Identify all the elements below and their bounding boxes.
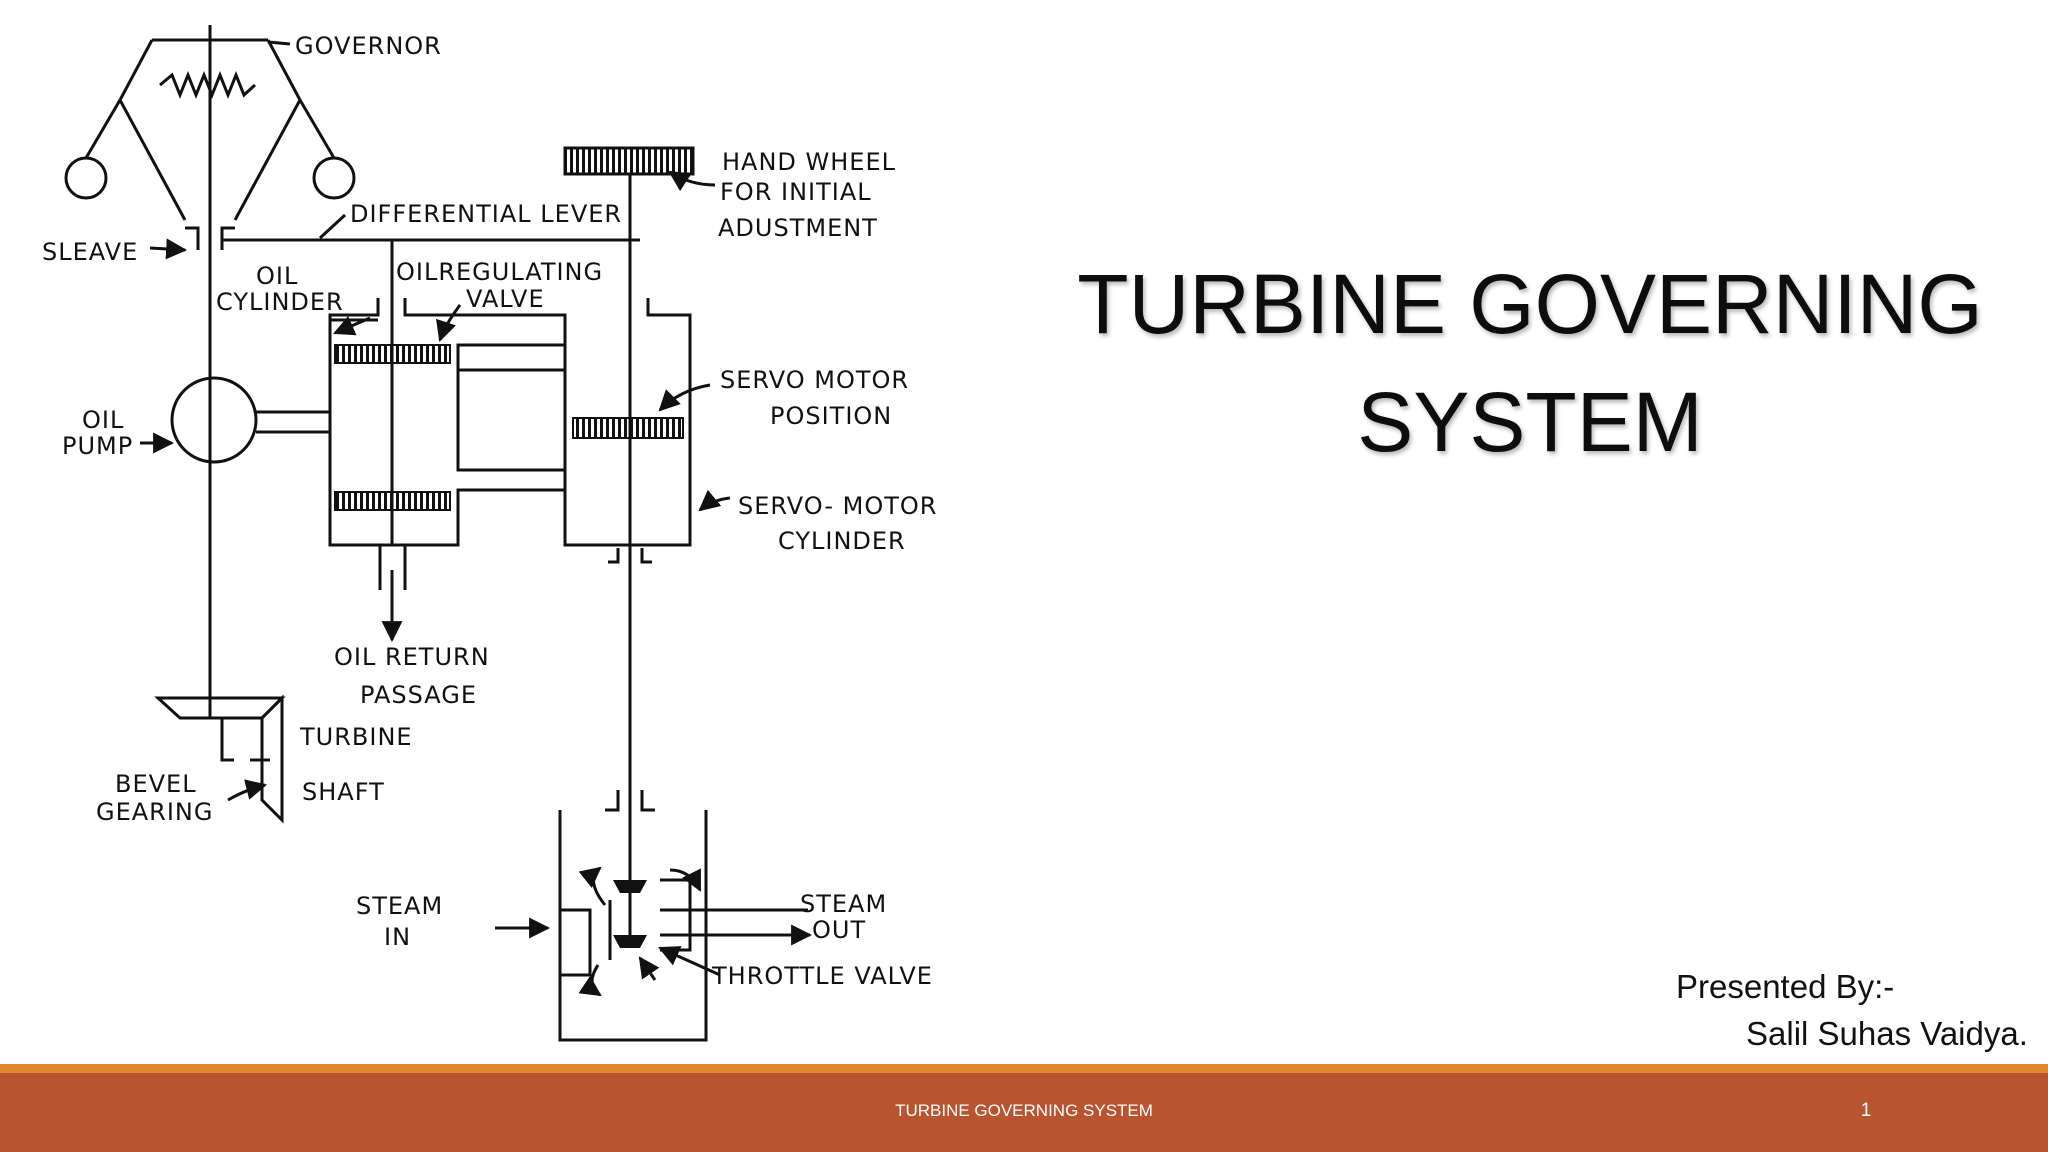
label-servo-cylinder-2: CYLINDER	[778, 527, 906, 555]
label-oil-cylinder-2: CYLINDER	[216, 288, 344, 316]
label-sleave: SLEAVE	[42, 238, 138, 266]
slide-title-line1: TURBINE GOVERNING	[1077, 257, 1983, 351]
presented-by-label: Presented By:-	[1676, 968, 1895, 1005]
label-steam-in-1: STEAM	[356, 892, 443, 920]
label-throttle-valve: THROTTLE VALVE	[711, 962, 933, 990]
label-oil-regulating-1: OILREGULATING	[396, 258, 603, 286]
label-servo-cylinder-1: SERVO- MOTOR	[738, 492, 937, 520]
differential-lever	[222, 213, 640, 242]
label-oil-pump-2: PUMP	[62, 432, 133, 460]
label-steam-in-2: IN	[384, 923, 411, 951]
label-oil-regulating-2: VALVE	[466, 285, 545, 313]
footer-bar: TURBINE GOVERNING SYSTEM 1	[0, 1073, 2048, 1152]
label-servo-position-2: POSITION	[770, 402, 892, 430]
label-governor: GOVERNOR	[295, 32, 442, 60]
label-hand-wheel-3: ADUSTMENT	[718, 214, 878, 242]
bevel-gearing	[154, 694, 286, 824]
label-servo-position-1: SERVO MOTOR	[720, 366, 909, 394]
oil-pump	[140, 376, 330, 464]
label-differential-lever: DIFFERENTIAL LEVER	[350, 200, 622, 228]
label-oil-pump-1: OIL	[82, 406, 124, 434]
governor-mechanism	[64, 25, 356, 718]
footer-title: TURBINE GOVERNING SYSTEM	[895, 1101, 1153, 1120]
label-bevel-2: GEARING	[96, 798, 213, 826]
slide-title: TURBINE GOVERNING SYSTEM	[1050, 245, 2010, 481]
slide-number: 1	[1860, 1100, 1872, 1121]
servo-motor-cylinder	[563, 315, 731, 564]
label-bevel-1: BEVEL	[115, 770, 197, 798]
label-shaft: SHAFT	[302, 778, 385, 806]
slide-title-line2: SYSTEM	[1357, 375, 1703, 469]
sleeve	[149, 226, 235, 260]
hand-wheel	[563, 146, 716, 790]
label-hand-wheel-2: FOR INITIAL	[720, 178, 872, 206]
presenter-name: Salil Suhas Vaidya.	[1746, 1015, 2028, 1052]
label-oil-return-1: OIL RETURN	[334, 643, 490, 671]
label-steam-out-2: OUT	[812, 916, 866, 944]
footer-accent-line	[0, 1064, 2048, 1073]
label-steam-out-1: STEAM	[800, 890, 887, 918]
presenter-block: Presented By:- Salil Suhas Vaidya.	[1676, 963, 2028, 1057]
label-hand-wheel-1: HAND WHEEL	[722, 148, 896, 176]
throttle-valve-chest	[495, 790, 813, 1042]
label-turbine: TURBINE	[299, 723, 413, 751]
label-oil-return-2: PASSAGE	[360, 681, 477, 709]
oil-return-passage	[378, 545, 407, 643]
turbine-governing-diagram: GOVERNOR HAND WHEEL FOR INITIAL ADUSTMEN…	[42, 25, 937, 1042]
label-oil-cylinder-1: OIL	[256, 262, 298, 290]
